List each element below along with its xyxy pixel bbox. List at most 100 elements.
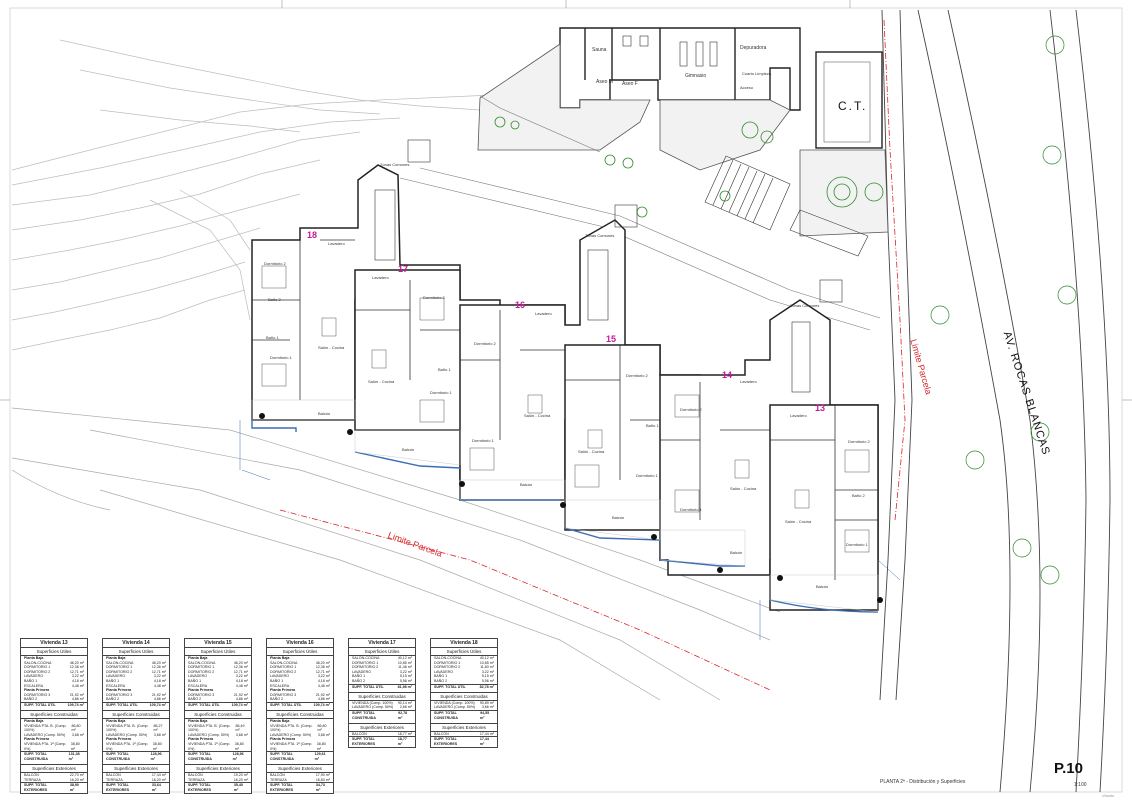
room-lavadero-14: Lavadero — [740, 379, 757, 384]
room-dormitorio-1-18: Dormitorio 1 — [270, 355, 292, 360]
unit-number-18: 18 — [307, 230, 318, 240]
table-subheader: Planta Baja — [24, 656, 44, 660]
table-row: VIVIENDA (Comp. 100%)90,14 m² — [352, 700, 412, 705]
table-subheader: Planta Baja — [24, 718, 44, 723]
surface-table-vivienda-14: Vivienda 14 Superficies Útiles Planta Ba… — [102, 638, 170, 795]
columns — [259, 413, 883, 603]
table-title: Vivienda 16 — [267, 639, 333, 648]
table-subheader: Planta Primera — [270, 688, 296, 693]
room-dormitorio-1-14: Dormitorio 1 — [680, 507, 702, 512]
table-row: LAVADERO (Comp. 50%)3,68 m² — [106, 732, 166, 737]
table-section-header: Superficies Exteriores — [431, 722, 497, 732]
garden-plants — [494, 116, 884, 218]
table-row: VIVIENDA PTA. 1ª (Comp. 0%)38,80 m² — [24, 741, 80, 751]
table-row: VIVIENDA PTA. 1ª (Comp. 0%)38,80 m² — [188, 741, 244, 751]
table-subheader: Planta Baja — [270, 656, 290, 660]
common-services-block — [559, 27, 801, 111]
room-balcon-18: Balcón — [318, 411, 331, 416]
table-subheader: Planta Baja — [270, 718, 290, 723]
table-row: VIVIENDA PTA. B. (Comp. 100%)86,80 m² — [270, 723, 327, 733]
table-row: LAVADERO (Comp. 50%)2,66 m² — [352, 705, 412, 710]
unit-number-16: 16 — [515, 300, 526, 310]
room-dormitorio-1-16: Dormitorio 1 — [472, 438, 494, 443]
balcony-hatch — [251, 399, 879, 613]
table-section-header: Superficies Útiles — [431, 648, 497, 656]
room-salon-cocina-17: Salón - Cocina — [368, 379, 395, 384]
table-row: LAVADERO (Comp. 50%)3,66 m² — [434, 705, 494, 710]
surface-table-vivienda-17: Vivienda 17 Superficies Útiles SALON-COC… — [348, 638, 416, 749]
room-salon-cocina-15: Salón - Cocina — [578, 449, 605, 454]
room-zonas-comunes-2: Zonas Comunes — [585, 233, 615, 238]
room-balcon-16: Balcón — [520, 482, 533, 487]
room-bano-2-13: Baño 2 — [852, 493, 865, 498]
room-zonas-comunes-1: Zonas Comunes — [380, 162, 410, 167]
unit-number-13: 13 — [815, 403, 826, 413]
table-title: Vivienda 13 — [21, 639, 87, 648]
surface-table-vivienda-15: Vivienda 15 Superficies Útiles Planta Ba… — [184, 638, 252, 795]
room-dormitorio-2-18: Dormitorio 2 — [264, 261, 286, 266]
parcel-limit-lines — [279, 19, 906, 691]
room-dormitorio-2-14: Dormitorio 2 — [680, 407, 702, 412]
unit-number-17: 17 — [398, 264, 409, 274]
furniture — [261, 265, 870, 553]
room-aseo-m: Aseo M — [596, 79, 613, 85]
room-bano-1-17: Baño 1 — [438, 367, 451, 372]
ct-building — [815, 51, 883, 149]
visado-stamp: Visado — [1102, 793, 1115, 798]
dwelling-footprints — [251, 164, 879, 611]
table-row: LAVADERO (Comp. 50%)3,68 m² — [24, 732, 84, 737]
room-balcon-17: Balcón — [402, 447, 415, 452]
room-salon-cocina-18: Salón - Cocina — [318, 345, 345, 350]
table-row: VIVIENDA PTA. B. (Comp. 100%)86,80 m² — [24, 723, 81, 733]
stair-cores — [374, 139, 843, 393]
table-section-header: Superficies Exteriores — [267, 764, 333, 774]
table-section-header: Superficies Útiles — [349, 648, 415, 656]
room-dormitorio-2-15: Dormitorio 2 — [626, 373, 648, 378]
room-dormitorio-2-16: Dormitorio 2 — [474, 341, 496, 346]
room-balcon-13: Balcón — [816, 584, 829, 589]
table-row: LAVADERO (Comp. 50%)3,68 m² — [188, 732, 248, 737]
room-bano-2-18: Baño 2 — [268, 297, 281, 302]
unit-number-14: 14 — [722, 370, 733, 380]
table-section-header: Superficies Útiles — [185, 648, 251, 656]
table-section-header: Superficies Construidas — [349, 691, 415, 701]
